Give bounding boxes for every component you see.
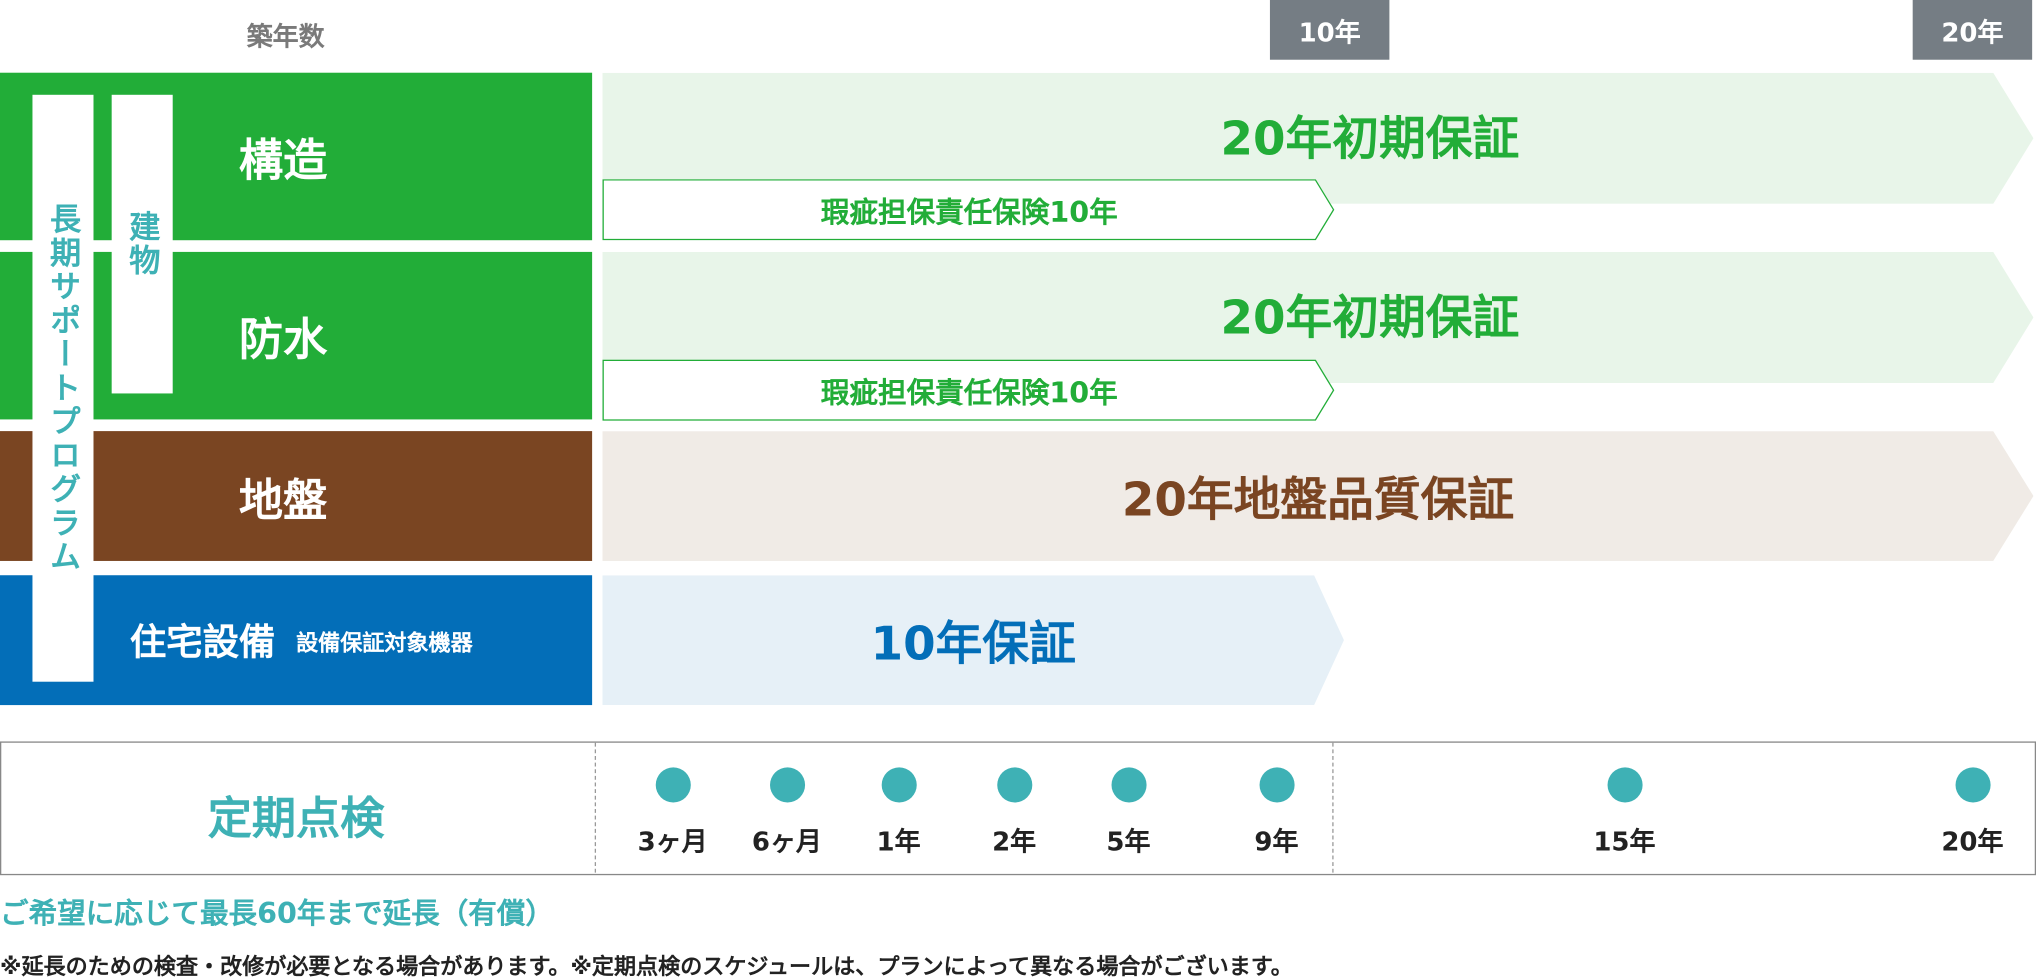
warranty-text: 20年地盤品質保証 [1121, 473, 1515, 528]
structure-warranty-band: 20年初期保証 [602, 72, 2034, 204]
row-label: 防水 [238, 314, 328, 367]
divider [594, 742, 597, 873]
row-label: 住宅設備 [129, 620, 276, 664]
inspection-label: 1年 [876, 825, 921, 858]
inspection-label: 2年 [992, 825, 1037, 858]
inspection-label: 6ヶ月 [751, 825, 822, 858]
equipment-warranty-band: 10年保証 [602, 575, 1344, 706]
inspection-label: 20年 [1941, 825, 2004, 858]
ground-warranty-band: 20年地盤品質保証 [602, 431, 2034, 561]
insurance-text: 瑕疵担保責任保険10年 [820, 377, 1118, 410]
year-marker-10: 10年 [1269, 0, 1390, 60]
building-age-label: 築年数 [246, 20, 325, 52]
row-equipment-label: 住宅設備設備保証対象機器 [0, 575, 593, 706]
row-sublabel: 設備保証対象機器 [296, 630, 473, 657]
warranty-text: 20年初期保証 [1220, 112, 1520, 166]
building-label: 建物 [111, 94, 173, 394]
inspection-label: 15年 [1593, 825, 1656, 858]
inspection-dot [1955, 767, 1991, 803]
inspection-label: 9年 [1254, 825, 1299, 858]
warranty-text: 10年保証 [870, 618, 1076, 672]
inspection-dot [1607, 767, 1643, 803]
row-ground-label: 地盤 [0, 431, 593, 561]
row-waterproof-label: 防水 [0, 251, 593, 420]
year-marker-20: 20年 [1912, 0, 2033, 60]
row-label: 地盤 [238, 474, 328, 527]
inspection-dot [1111, 767, 1147, 803]
program-label: 長期サポートプログラム [32, 94, 94, 682]
inspection-label: 5年 [1106, 825, 1151, 858]
extension-note: ご希望に応じて最長60年まで延長（有償） [0, 898, 554, 932]
inspection-label: 3ヶ月 [637, 825, 708, 858]
structure-insurance-band: 瑕疵担保責任保険10年 [602, 179, 1337, 241]
inspection-dot [655, 767, 691, 803]
insurance-text: 瑕疵担保責任保険10年 [820, 196, 1118, 230]
inspection-dot [997, 767, 1033, 803]
inspection-dot [770, 767, 806, 803]
inspection-dot [881, 767, 917, 803]
inspection-box [0, 741, 2036, 876]
warranty-text: 20年初期保証 [1220, 291, 1520, 345]
inspection-dot [1259, 767, 1295, 803]
inspection-title: 定期点検 [207, 793, 385, 846]
divider [1332, 742, 1334, 873]
row-label: 構造 [238, 135, 328, 187]
row-structure-label: 構造 [0, 72, 593, 241]
disclaimer-note: ※延長のための検査・改修が必要となる場合があります。※定期点検のスケジュールは、… [0, 954, 1293, 980]
waterproof-insurance-band: 瑕疵担保責任保険10年 [602, 359, 1337, 421]
